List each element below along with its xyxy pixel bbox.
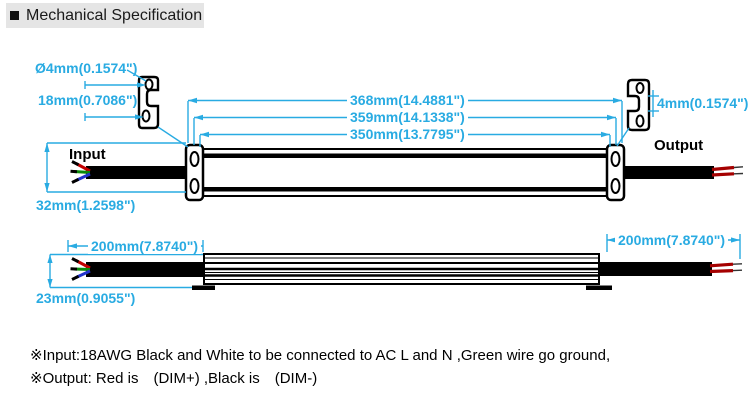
dim-label-slot-width: 4mm(0.1574") <box>657 95 749 111</box>
page-title: Mechanical Specification <box>26 6 203 24</box>
dim-label-input-cable-length: 200mm(7.8740") <box>88 238 202 255</box>
dim-label-length-overall: 368mm(14.4881") <box>347 92 468 109</box>
side-view-diagram <box>47 234 743 290</box>
output-cable <box>620 165 744 179</box>
top-view-diagram <box>44 69 744 202</box>
right-mounting-bracket <box>626 78 651 132</box>
dim-label-height: 23mm(0.9055") <box>36 290 136 306</box>
dim-label-hole-diameter: Ø4mm(0.1574") <box>35 60 138 76</box>
output-label: Output <box>654 137 704 154</box>
output-cable-side <box>600 262 743 276</box>
title-bullet-icon <box>10 11 19 20</box>
note-input-wiring: ※Input:18AWG Black and White to be conne… <box>30 347 611 364</box>
note-output-wiring: ※Output: Red is (DIM+) ,Black is (DIM-) <box>30 370 318 387</box>
dim-label-length-mounting: 359mm(14.1338") <box>347 109 468 126</box>
input-label: Input <box>69 146 106 163</box>
left-end-cap <box>184 143 205 202</box>
input-cable-side <box>70 257 205 281</box>
section-title-bar: Mechanical Specification <box>6 3 204 28</box>
input-cable <box>70 160 190 184</box>
right-end-cap <box>605 143 626 202</box>
device-body-top-view <box>201 148 609 197</box>
dim-label-width: 32mm(1.2598") <box>36 197 136 213</box>
dim-label-output-cable-length: 200mm(7.8740") <box>615 232 729 249</box>
device-body-side-view <box>192 253 612 290</box>
dim-label-length-body: 350mm(13.7795") <box>347 126 468 143</box>
left-mounting-bracket <box>137 75 160 130</box>
dim-label-hole-pitch: 18mm(0.7086") <box>38 92 138 108</box>
